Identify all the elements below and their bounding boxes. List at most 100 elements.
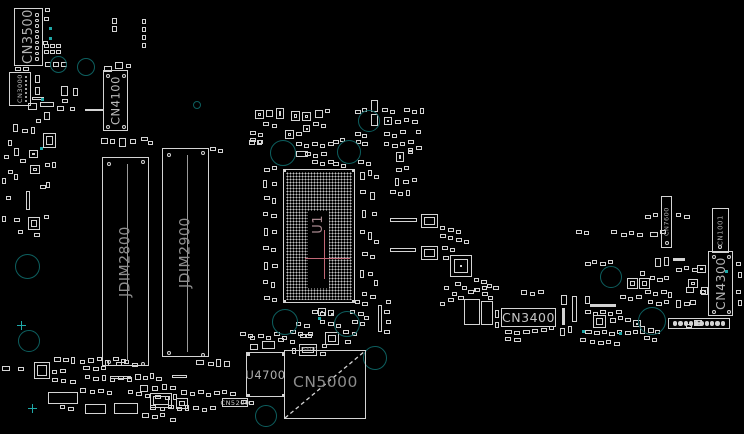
passive-part <box>468 290 474 294</box>
passive-part <box>145 394 150 398</box>
passive-part <box>386 320 391 324</box>
passive-part <box>193 406 199 410</box>
passive-part <box>80 388 86 393</box>
mounting-hole <box>18 330 40 352</box>
passive-part <box>530 292 535 296</box>
passive-part <box>355 132 361 136</box>
passive-part <box>355 300 360 304</box>
component-cn_pinrow[interactable] <box>668 318 730 329</box>
passive-part <box>390 110 395 114</box>
passive-part <box>80 360 85 364</box>
passive-part <box>45 8 50 12</box>
passive-part <box>360 322 365 326</box>
corner-circle <box>712 310 716 314</box>
passive-part <box>392 144 398 148</box>
chip-part <box>593 315 606 328</box>
passive-part <box>590 340 595 344</box>
passive-part <box>404 118 409 122</box>
component-cn1001[interactable]: CN1001 <box>712 208 729 253</box>
test-point <box>49 27 52 30</box>
passive-part <box>370 192 375 200</box>
passive-part <box>364 316 369 320</box>
test-point <box>619 332 622 335</box>
passive-part <box>93 367 99 371</box>
component-cn3000[interactable]: CN3000 <box>9 72 31 106</box>
passive-part <box>408 150 413 154</box>
passive-part <box>313 122 319 126</box>
pin-circle <box>35 46 39 50</box>
component-cn7600[interactable]: CN7600 <box>661 196 672 248</box>
passive-part <box>93 377 99 381</box>
pad-part <box>85 109 103 111</box>
component-cn5200[interactable]: CN5200 <box>221 398 249 407</box>
passive-part <box>576 230 582 234</box>
passive-part <box>664 276 669 280</box>
component-jdim2800[interactable]: JDIM2800 <box>102 157 149 366</box>
passive-part <box>384 310 390 314</box>
passive-part <box>142 35 146 40</box>
passive-part <box>614 342 620 346</box>
passive-part <box>362 210 366 218</box>
passive-part <box>390 248 416 252</box>
passive-part <box>128 390 133 394</box>
component-cn5000[interactable]: CN5000 <box>284 350 366 419</box>
passive-part <box>56 50 61 54</box>
pin-circle <box>35 35 39 39</box>
passive-part <box>313 154 318 158</box>
passive-part <box>628 297 633 301</box>
chip-part <box>255 110 264 119</box>
passive-part <box>296 151 308 157</box>
chip-inner <box>306 128 308 130</box>
passive-part <box>271 248 276 252</box>
corner-circle <box>141 160 145 164</box>
chip-inner <box>279 111 281 116</box>
component-cn4100[interactable]: CN4100 <box>103 70 128 131</box>
mounting-hole <box>337 140 361 164</box>
component-cn3400[interactable]: CN3400 <box>501 308 556 327</box>
passive-part <box>618 316 623 320</box>
passive-part <box>304 324 310 328</box>
chip-part <box>302 112 311 121</box>
passive-part <box>44 44 49 48</box>
pad-part <box>352 169 355 172</box>
component-u1[interactable]: U1 <box>283 169 355 303</box>
passive-part <box>585 330 592 334</box>
pin-circle <box>24 75 28 79</box>
passive-part <box>395 178 399 186</box>
passive-part <box>404 108 410 112</box>
passive-part <box>464 299 480 325</box>
passive-part <box>656 302 662 306</box>
passive-part <box>390 190 396 194</box>
component-label: JDIM2800 <box>117 226 134 297</box>
passive-part <box>62 99 68 103</box>
component-u4700[interactable]: U4700 <box>245 352 285 397</box>
passive-part <box>85 404 106 414</box>
passive-part <box>2 178 6 184</box>
passive-part <box>45 163 50 167</box>
passive-part <box>48 392 78 404</box>
passive-part <box>668 292 672 298</box>
passive-part <box>633 330 638 334</box>
test-point <box>318 317 321 320</box>
passive-part <box>52 370 57 374</box>
pin-circle <box>35 18 39 23</box>
component-cn3500[interactable]: CN3500 <box>14 8 43 66</box>
component-cn4300[interactable]: CN4300 <box>708 251 733 316</box>
pin-dot <box>699 321 704 326</box>
passive-part <box>264 196 270 200</box>
corner-circle <box>727 310 731 314</box>
passive-part <box>90 390 95 394</box>
passive-part <box>580 338 586 342</box>
passive-part <box>263 122 269 126</box>
passive-part <box>272 124 277 128</box>
passive-part <box>602 330 607 334</box>
chip-inner <box>37 365 47 376</box>
component-jdim2900[interactable]: JDIM2900 <box>162 148 209 357</box>
fiducial-cross-icon <box>28 404 37 413</box>
passive-part <box>625 318 631 322</box>
passive-part <box>561 295 567 305</box>
passive-part <box>83 366 90 370</box>
chip-inner <box>32 153 35 155</box>
mounting-hole <box>600 266 622 288</box>
passive-part <box>23 67 29 71</box>
